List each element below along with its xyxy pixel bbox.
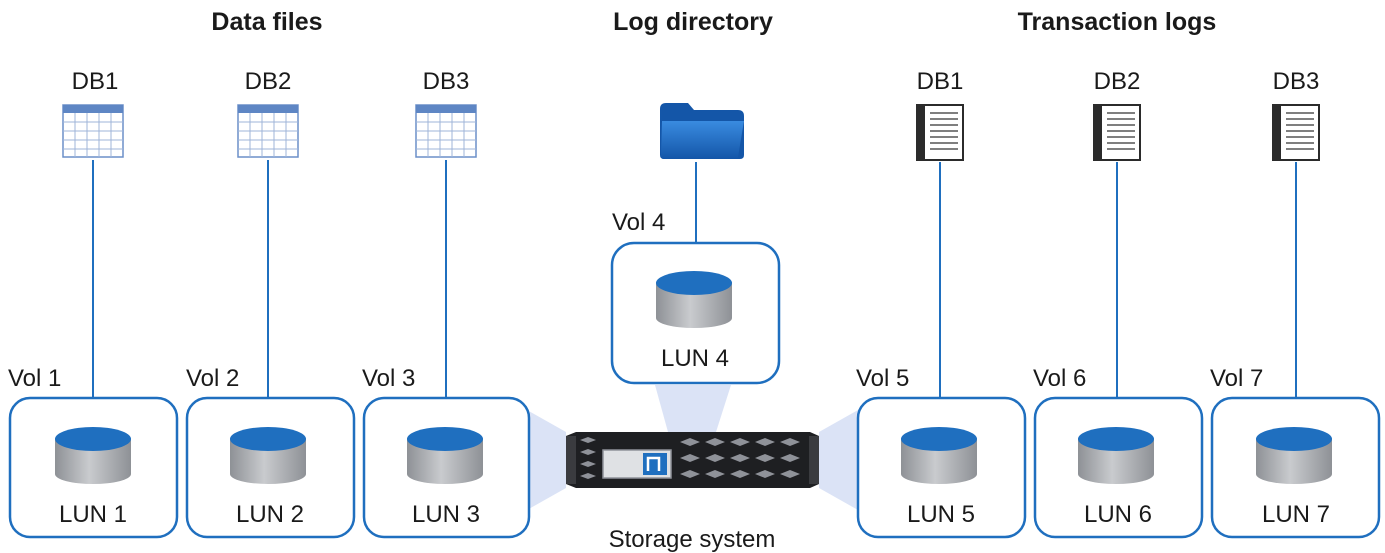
- transaction-log-db1-group: DB1 Vol 5 LUN 5: [856, 68, 1027, 539]
- vol-label: Vol 5: [856, 365, 909, 392]
- heading-data-files: Data files: [211, 8, 322, 36]
- storage-system-label: Storage system: [609, 526, 776, 553]
- lun-label: LUN 1: [59, 501, 127, 528]
- db-label: DB1: [72, 68, 119, 95]
- beam-right: [819, 410, 858, 510]
- data-file-db1-group: DB1 Vol 1 LUN 1: [8, 68, 179, 539]
- transaction-log-db3-group: DB3 Vol 7 LUN 7: [1210, 68, 1381, 539]
- document-icon: [1272, 104, 1320, 161]
- beam-top: [655, 385, 731, 432]
- disk-icon: [55, 427, 131, 484]
- data-file-db3-group: DB3 Vol 3 LUN 3: [362, 68, 531, 539]
- vol-label: Vol 7: [1210, 365, 1263, 392]
- disk-icon: [656, 271, 732, 328]
- document-icon: [916, 104, 964, 161]
- table-icon: [415, 104, 477, 158]
- vol-label: Vol 3: [362, 365, 415, 392]
- db-label: DB3: [423, 68, 470, 95]
- disk-icon: [1256, 427, 1332, 484]
- heading-log-directory: Log directory: [613, 8, 773, 36]
- db-label: DB3: [1273, 68, 1320, 95]
- lun-label: LUN 3: [412, 501, 480, 528]
- db-label: DB1: [917, 68, 964, 95]
- db-label: DB2: [1094, 68, 1141, 95]
- storage-system-icon: [566, 432, 819, 488]
- db-label: DB2: [245, 68, 292, 95]
- vol-label: Vol 2: [186, 365, 239, 392]
- disk-icon: [901, 427, 977, 484]
- document-icon: [1093, 104, 1141, 161]
- disk-icon: [1078, 427, 1154, 484]
- table-icon: [62, 104, 124, 158]
- vol-label: Vol 1: [8, 365, 61, 392]
- lun-label: LUN 7: [1262, 501, 1330, 528]
- lun-label: LUN 2: [236, 501, 304, 528]
- lun-label: LUN 6: [1084, 501, 1152, 528]
- disk-icon: [407, 427, 483, 484]
- disk-icon: [230, 427, 306, 484]
- table-icon: [237, 104, 299, 158]
- vol-label: Vol 4: [612, 209, 665, 236]
- heading-transaction-logs: Transaction logs: [1018, 8, 1217, 36]
- lun-label: LUN 4: [661, 345, 729, 372]
- log-directory-group: Vol 4 LUN 4: [610, 103, 781, 385]
- folder-icon: [660, 103, 744, 159]
- transaction-log-db2-group: DB2 Vol 6 LUN 6: [1033, 68, 1204, 539]
- beam-left: [527, 410, 566, 510]
- vol-label: Vol 6: [1033, 365, 1086, 392]
- lun-label: LUN 5: [907, 501, 975, 528]
- data-file-db2-group: DB2 Vol 2 LUN 2: [185, 68, 356, 539]
